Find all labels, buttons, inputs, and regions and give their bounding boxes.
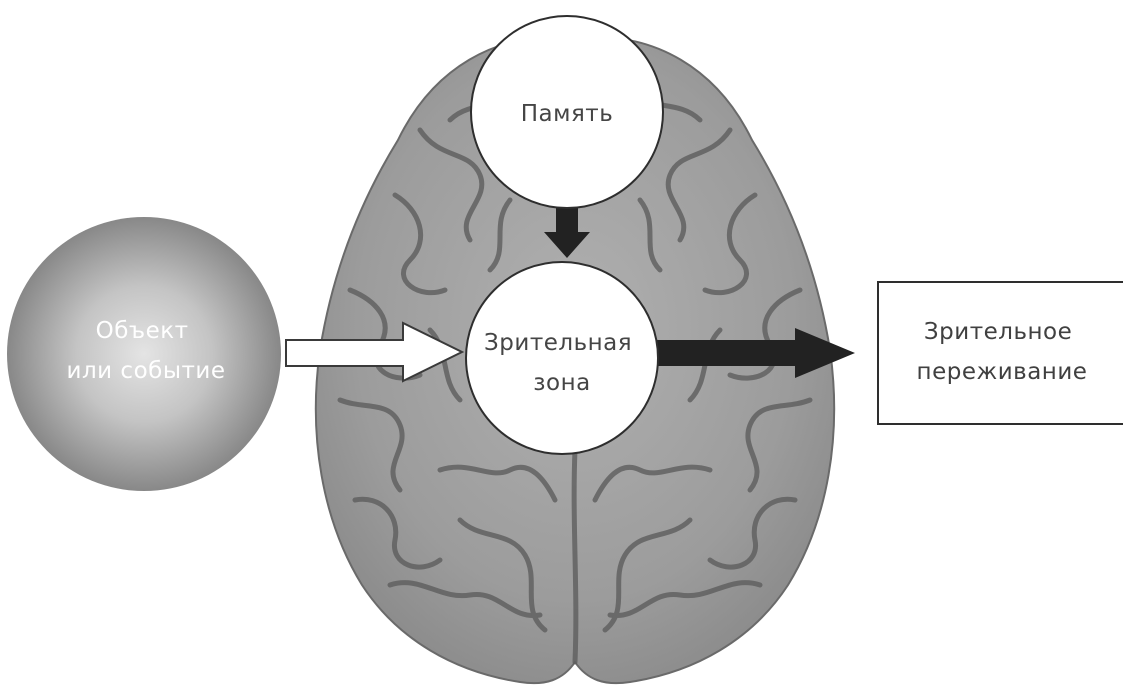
visual-experience-label-line-2: переживание <box>917 359 1088 385</box>
visual-experience-box <box>878 282 1123 424</box>
visual-zone-label-line-1: Зрительная <box>484 330 632 356</box>
object-label-line-1: Объект <box>96 318 189 344</box>
visual-experience-label-line-1: Зрительное <box>924 319 1072 345</box>
visual-zone-label-line-2: зона <box>533 370 590 396</box>
visual-zone-circle <box>466 262 658 454</box>
object-sphere <box>7 217 281 491</box>
object-node: Объект или событие <box>7 217 281 491</box>
visual-experience-node: Зрительное переживание <box>878 282 1123 424</box>
visual-zone-node: Зрительная зона <box>466 262 658 454</box>
memory-label: Память <box>521 101 614 127</box>
object-label-line-2: или событие <box>67 358 226 384</box>
memory-node: Память <box>471 16 663 208</box>
